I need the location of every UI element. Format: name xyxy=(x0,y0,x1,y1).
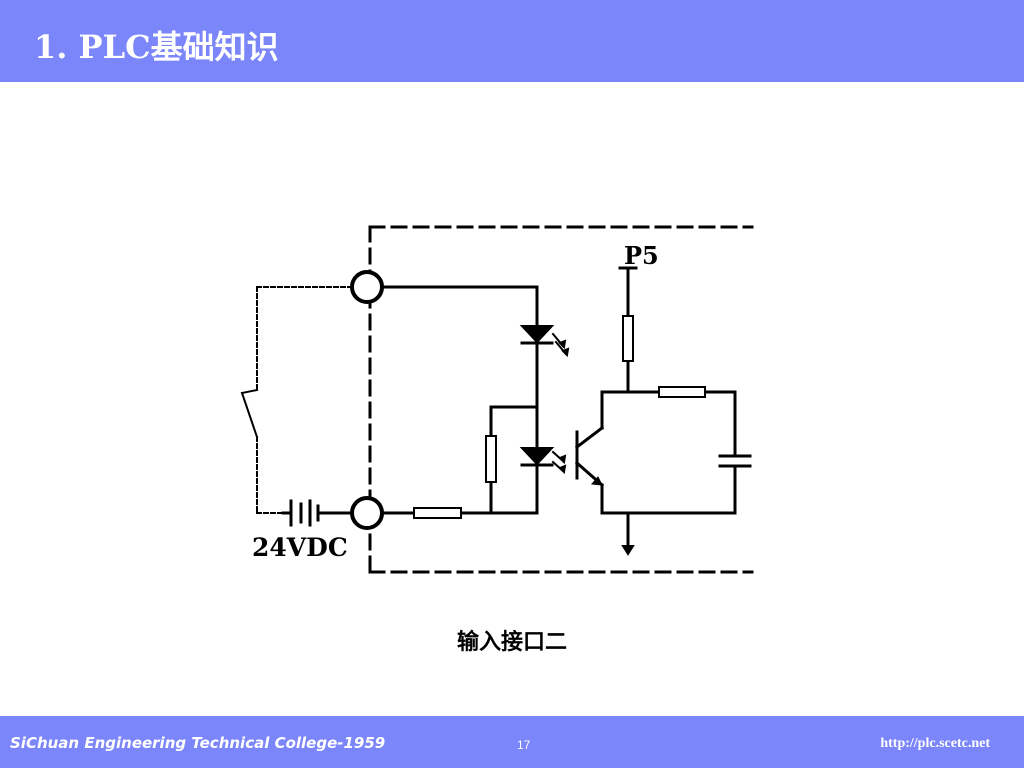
external-wiring-dashed xyxy=(256,286,353,514)
filter-capacitor xyxy=(718,454,752,468)
switch-symbol xyxy=(240,388,259,439)
indicator-led xyxy=(519,325,570,358)
battery-symbol xyxy=(281,499,354,527)
website-url[interactable]: http://plc.scetc.net xyxy=(880,736,990,751)
module-boundary xyxy=(368,225,754,574)
output-wiring xyxy=(600,266,737,548)
parallel-resistor xyxy=(485,435,497,483)
footer-bar: SiChuan Engineering Technical College-19… xyxy=(0,716,1024,768)
title-bar: 1. PLC基础知识 xyxy=(0,0,1024,82)
input-terminal-top xyxy=(350,270,384,304)
optocoupler-led xyxy=(519,447,567,475)
pullup-resistor xyxy=(622,315,634,362)
input-terminal-bottom xyxy=(350,496,384,530)
college-name: SiChuan Engineering Technical College-19… xyxy=(10,734,386,752)
slide-title: 1. PLC基础知识 xyxy=(34,28,279,66)
input-resistor xyxy=(413,507,462,519)
page-number: 17 xyxy=(517,738,531,752)
internal-wiring xyxy=(380,285,539,515)
ground-symbol xyxy=(621,545,635,556)
diagram-caption: 输入接口二 xyxy=(456,630,567,655)
phototransistor xyxy=(574,390,605,515)
battery-voltage-label: 24VDC xyxy=(252,533,348,562)
filter-resistor xyxy=(658,386,706,398)
supply-label: P5 xyxy=(624,241,659,270)
